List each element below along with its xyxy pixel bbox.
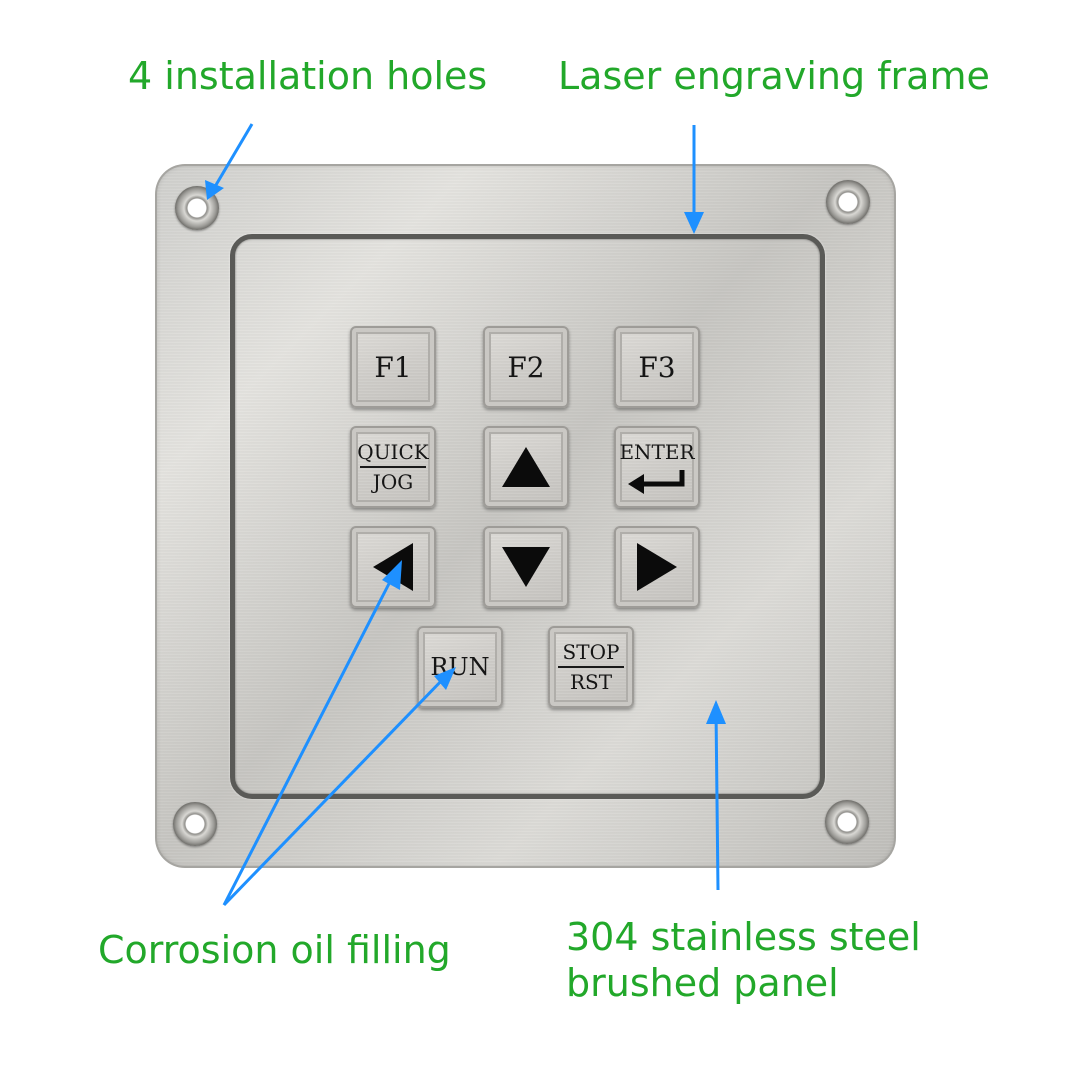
key-quick-jog-divider [360, 465, 426, 468]
annotation-stainless-steel-panel: 304 stainless steel brushed panel [566, 915, 921, 1006]
key-up[interactable] [483, 426, 569, 508]
key-jog-label: JOG [372, 469, 414, 494]
installation-hole-bottom-left [173, 802, 217, 846]
laser-engraving-frame [230, 234, 825, 799]
key-enter-label: ENTER [619, 439, 695, 464]
left-arrow-icon [373, 543, 413, 591]
key-f3[interactable]: F3 [614, 326, 700, 408]
key-run-label: RUN [430, 653, 490, 681]
key-stop-rst-divider [558, 665, 624, 668]
annotation-corrosion-oil-filling: Corrosion oil filling [98, 928, 451, 972]
annotation-laser-engraving-frame: Laser engraving frame [558, 54, 990, 98]
keypad-panel [155, 164, 896, 868]
key-enter[interactable]: ENTER [614, 426, 700, 508]
key-f3-label: F3 [638, 350, 676, 384]
up-arrow-icon [502, 447, 550, 487]
annotation-steel-line-1: 304 stainless steel [566, 915, 921, 959]
right-arrow-icon [637, 543, 677, 591]
key-run[interactable]: RUN [417, 626, 503, 708]
key-stop-rst[interactable]: STOP RST [548, 626, 634, 708]
key-stop-rst-label: STOP RST [558, 639, 624, 694]
key-stop-label: STOP [562, 639, 620, 664]
key-f2[interactable]: F2 [483, 326, 569, 408]
key-f1-label: F1 [374, 350, 412, 384]
key-f1[interactable]: F1 [350, 326, 436, 408]
key-left[interactable] [350, 526, 436, 608]
key-rst-label: RST [569, 669, 613, 694]
key-f2-label: F2 [507, 350, 545, 384]
key-down[interactable] [483, 526, 569, 608]
key-quick-label: QUICK [357, 439, 429, 464]
annotation-installation-holes: 4 installation holes [128, 54, 488, 98]
key-right[interactable] [614, 526, 700, 608]
enter-return-icon [627, 469, 685, 494]
key-quick-jog[interactable]: QUICK JOG [350, 426, 436, 508]
down-arrow-icon [502, 547, 550, 587]
installation-hole-top-left [175, 186, 219, 230]
key-quick-jog-label: QUICK JOG [357, 439, 429, 494]
installation-hole-top-right [826, 180, 870, 224]
installation-hole-bottom-right [825, 800, 869, 844]
key-enter-label-group: ENTER [619, 439, 695, 494]
annotation-steel-line-2: brushed panel [566, 960, 839, 1005]
